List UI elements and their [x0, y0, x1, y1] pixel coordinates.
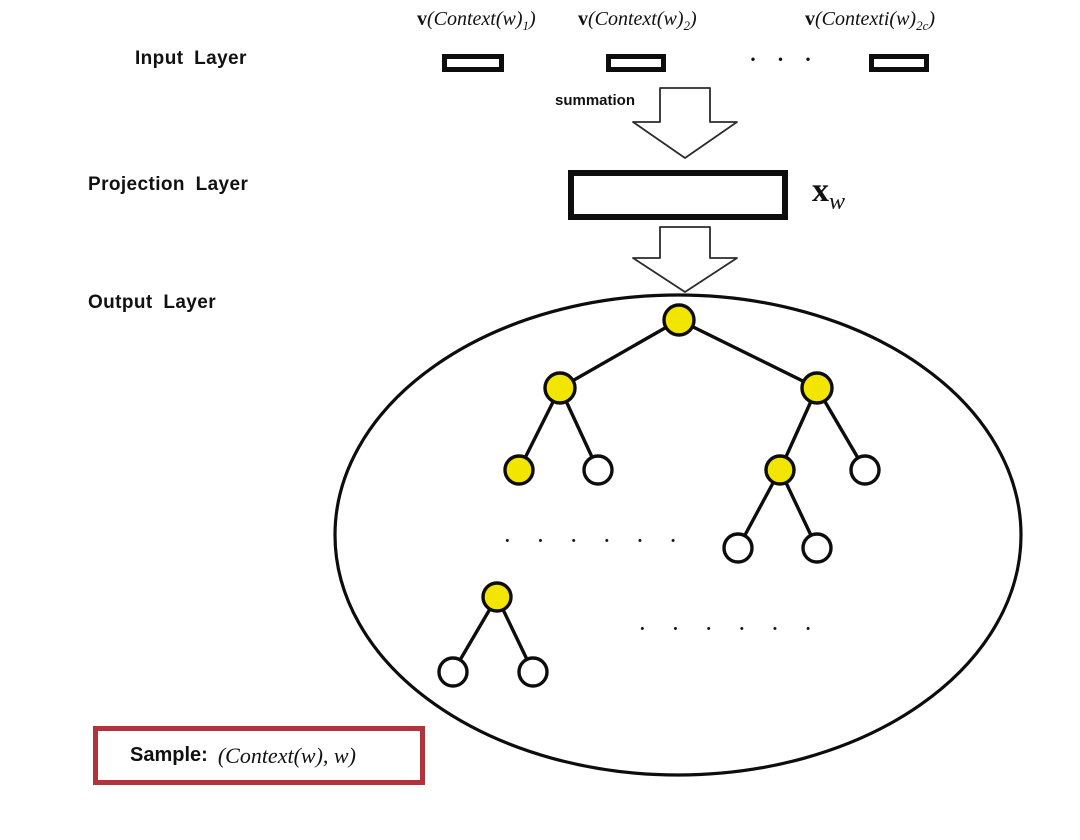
output-layer-ellipse — [333, 293, 1023, 777]
vector-subscript: 2 — [683, 18, 691, 33]
vector-close: ) — [529, 8, 536, 30]
input-vector-box-1[interactable] — [442, 54, 504, 72]
projection-to-output-arrow-icon — [632, 226, 738, 293]
vector-body: (Context(w) — [588, 8, 684, 30]
tree-node-right-1[interactable] — [800, 371, 834, 405]
vector-bold-v: v — [578, 8, 588, 30]
summation-arrow-icon — [632, 87, 738, 159]
sample-box[interactable]: Sample: (Context(w), w) — [93, 726, 425, 785]
vector-close: ) — [928, 8, 936, 30]
tree-ellipsis-mark-2: · · · · · · — [638, 614, 822, 643]
tree-ellipsis-mark-1: · · · · · · — [503, 526, 687, 555]
summation-label: summation — [555, 92, 636, 109]
input-layer-label: Input Layer — [135, 48, 247, 69]
projection-vector-subscript: w — [829, 188, 846, 215]
vector-body: (Contexti(w) — [815, 8, 917, 30]
input-ellipsis: · · · — [748, 43, 818, 76]
projection-vector-label: xw — [812, 172, 845, 216]
tree-node-right-2a[interactable] — [764, 454, 796, 486]
vector-subscript: 1 — [522, 18, 530, 33]
tree-node-root[interactable] — [662, 303, 696, 337]
tree-nodes — [437, 303, 881, 688]
sample-expression: (Context(w), w) — [217, 742, 356, 768]
input-vector-box-2[interactable] — [606, 54, 666, 72]
tree-node-bottom-right[interactable] — [517, 656, 549, 688]
input-vector-box-3[interactable] — [869, 54, 929, 72]
sample-title: Sample: — [130, 744, 208, 766]
tree-edge — [677, 318, 819, 390]
projection-vector-symbol: x — [812, 172, 829, 209]
tree-node-right-3a[interactable] — [722, 532, 754, 564]
projection-layer-box[interactable] — [568, 170, 788, 220]
vector-bold-v: v — [805, 8, 815, 30]
vector-body: (Context(w) — [427, 8, 523, 30]
output-layer-label: Output Layer — [88, 292, 217, 313]
tree-node-bottom-root[interactable] — [481, 581, 513, 613]
tree-node-right-3b[interactable] — [801, 532, 833, 564]
tree-node-bottom-left[interactable] — [437, 656, 469, 688]
vector-bold-v: v — [417, 8, 427, 30]
tree-node-left-1[interactable] — [543, 371, 577, 405]
input-vector-label-3: v(Contexti(w)2c) — [805, 8, 935, 34]
tree-edge — [558, 318, 681, 390]
tree-node-left-2a[interactable] — [503, 454, 535, 486]
input-vector-label-1: v(Context(w)1) — [417, 8, 536, 34]
projection-layer-label: Projection Layer — [88, 174, 249, 195]
input-vector-label-2: v(Context(w)2) — [578, 8, 697, 34]
vector-close: ) — [690, 8, 697, 30]
vector-subscript: 2c — [916, 18, 929, 33]
tree-node-left-2b[interactable] — [582, 454, 614, 486]
tree-node-right-2b[interactable] — [849, 454, 881, 486]
